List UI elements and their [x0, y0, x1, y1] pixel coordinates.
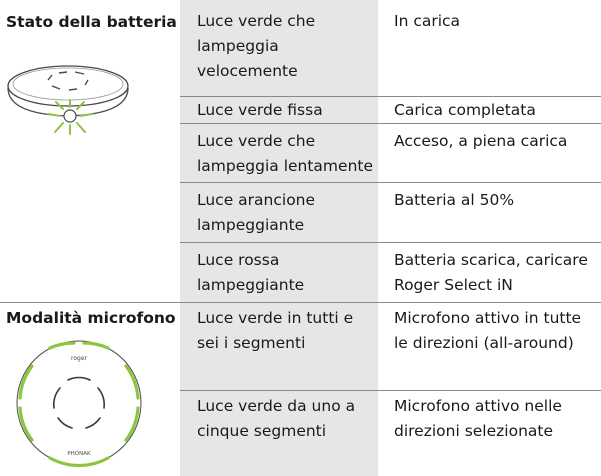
- row-divider: [180, 242, 601, 243]
- indicator-cell: Luce verde che lampeggia velocemente: [197, 12, 316, 80]
- meaning-cell: Microfono attivo in tutte le direzioni (…: [394, 309, 582, 352]
- meaning-cell: Batteria scarica, caricare Roger Select …: [394, 251, 588, 294]
- row-divider: [180, 390, 601, 391]
- row-divider: [180, 96, 601, 97]
- meaning-cell: Microfono attivo nelle direzioni selezio…: [394, 397, 562, 440]
- microphone-device-illustration: roger PHONAK: [16, 340, 142, 468]
- indicator-cell: Luce verde in tutti e sei i segmenti: [197, 309, 354, 352]
- indicator-cell: Luce verde che lampeggia lentamente: [197, 132, 374, 175]
- meaning-cell: Carica completata: [394, 101, 536, 119]
- meaning-cell: Acceso, a piena carica: [394, 132, 568, 150]
- meaning-cell: Batteria al 50%: [394, 191, 515, 209]
- row-divider: [180, 123, 601, 124]
- indicator-cell: Luce arancione lampeggiante: [197, 191, 316, 234]
- microphone-mode-title: Modalità microfono: [6, 309, 176, 327]
- indicator-cell: Luce verde fissa: [197, 101, 323, 119]
- charger-device-illustration: [7, 65, 129, 135]
- battery-status-title: Stato della batteria: [6, 13, 177, 31]
- row-divider: [180, 182, 601, 183]
- meaning-cell: In carica: [394, 12, 461, 30]
- indicator-cell: Luce rossa lampeggiante: [197, 251, 305, 294]
- section-divider: [0, 302, 601, 303]
- roger-logo-text: roger: [71, 355, 88, 362]
- phonak-logo-text: PHONAK: [67, 451, 91, 457]
- indicator-cell: Luce verde da uno a cinque segmenti: [197, 397, 356, 440]
- indicator-column: [180, 0, 378, 476]
